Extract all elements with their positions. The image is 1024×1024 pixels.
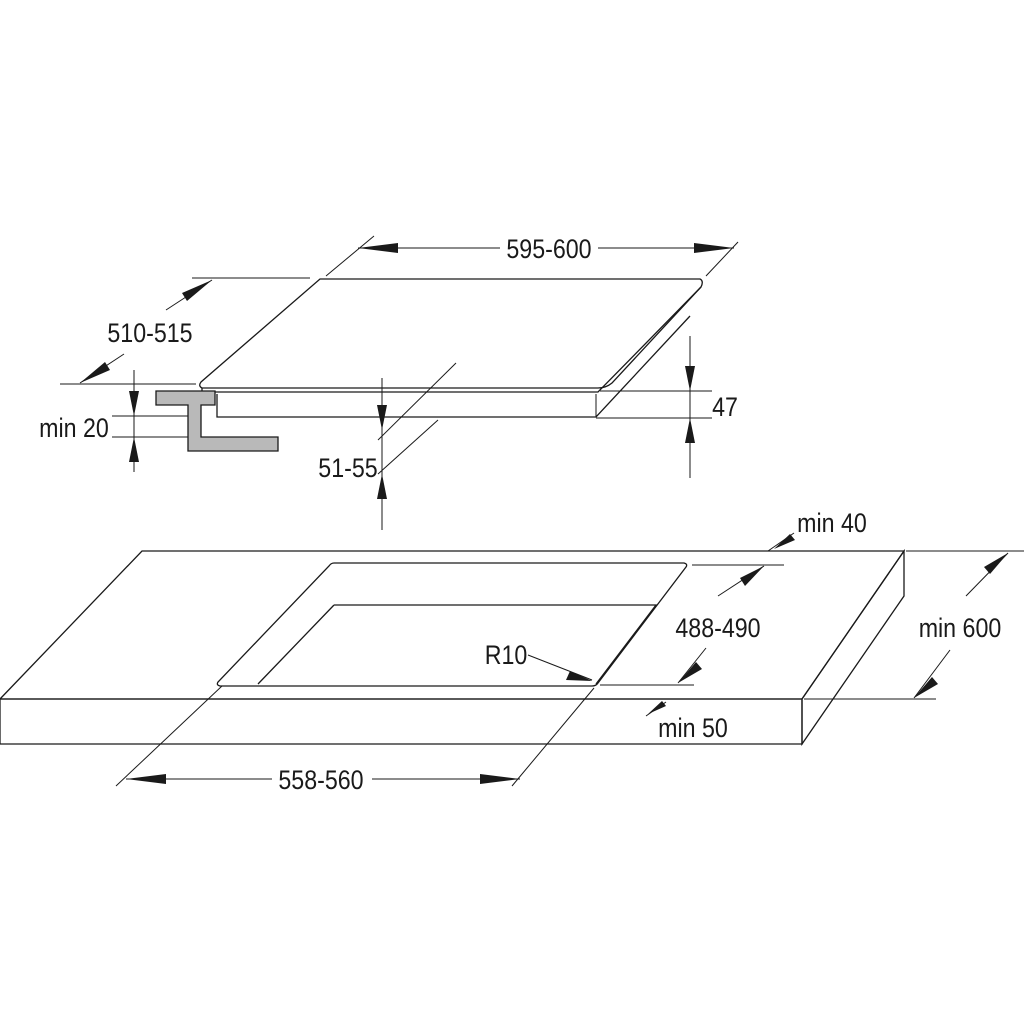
cutout-inner: [257, 604, 658, 685]
dimension-corner-radius: R10: [485, 640, 593, 681]
dimension-cutout-depth: 488-490: [600, 564, 784, 686]
label-hob-height: 47: [712, 392, 738, 422]
label-clearance: min 20: [39, 413, 109, 443]
hob: [199, 278, 703, 418]
dimension-hob-height: 47: [596, 336, 738, 478]
dimension-edge-back: min 40: [767, 508, 867, 552]
label-cutout-width: 558-560: [278, 765, 363, 795]
cutout-outer: [216, 562, 688, 687]
dimension-clearance: min 20: [39, 370, 188, 472]
dimension-hob-width: 595-600: [325, 234, 739, 277]
mounting-bracket: [155, 390, 279, 452]
hob-body: [216, 315, 691, 418]
dimension-edge-front: min 50: [645, 701, 728, 743]
hob-glass-top: [199, 278, 703, 389]
label-corner-radius: R10: [485, 640, 528, 670]
label-edge-front: min 50: [658, 713, 728, 743]
label-edge-back: min 40: [797, 508, 867, 538]
label-hob-width: 595-600: [506, 234, 591, 264]
dimension-hob-depth: 510-515: [60, 277, 310, 385]
dimension-worktop-depth: min 600: [804, 550, 1024, 700]
dimension-cutout-width: 558-560: [115, 685, 595, 795]
dimension-insert-depth: 51-55: [318, 362, 457, 530]
label-hob-depth: 510-515: [107, 318, 192, 348]
label-worktop-depth: min 600: [919, 613, 1002, 643]
hob-glass-edge: [201, 286, 702, 393]
label-cutout-depth: 488-490: [675, 613, 760, 643]
worktop-top-face: [0, 550, 906, 700]
label-insert-depth: 51-55: [318, 453, 377, 483]
worktop: [0, 548, 906, 747]
worktop-side-face: [801, 548, 905, 747]
